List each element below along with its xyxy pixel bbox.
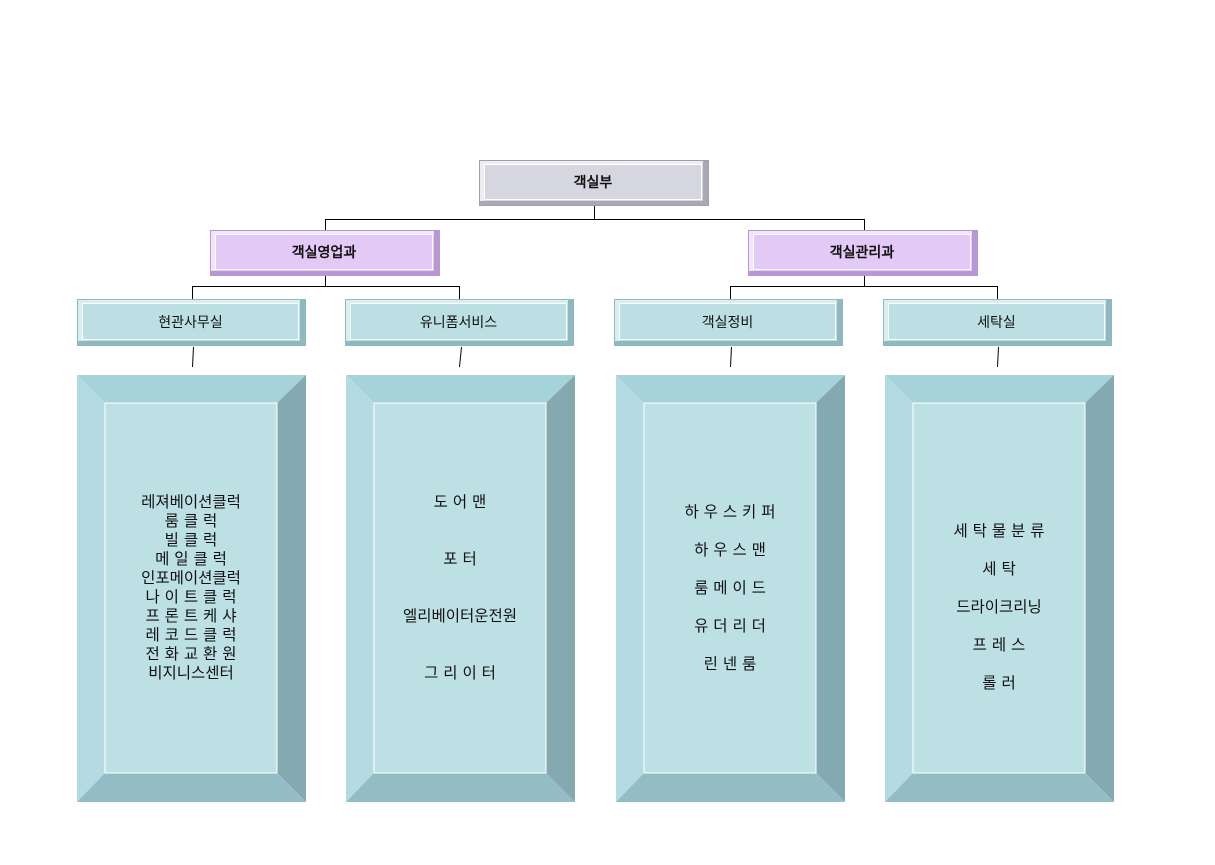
- org-node-root: 객실부: [479, 160, 709, 206]
- list-item: 메 일 클 럭: [155, 550, 227, 568]
- org-node-division-management: 객실관리과: [748, 230, 978, 276]
- detail-panel-laundry-list: 세 탁 물 분 류 세 탁 드라이크리닝 프 레 스 롤 러: [913, 403, 1085, 773]
- org-node-division-sales-label: 객실영업과: [215, 234, 433, 270]
- detail-panel-bevel: [346, 375, 575, 802]
- list-item: 린 넨 룸: [703, 655, 757, 673]
- connector-panel-3: [730, 346, 732, 368]
- org-node-division-management-label: 객실관리과: [753, 234, 971, 270]
- org-node-division-sales: 객실영업과: [210, 230, 440, 276]
- list-item: 드라이크리닝: [956, 598, 1042, 616]
- detail-panel-housekeeping-list: 하 우 스 키 퍼 하 우 스 맨 룸 메 이 드 유 더 리 더 린 넨 룸: [644, 403, 816, 773]
- detail-panel-uniform-service: 도 어 맨 포 터 엘리베이터운전원 그 리 이 터: [346, 375, 575, 802]
- list-item: 전 화 교 환 원: [145, 645, 237, 663]
- list-item: 프 론 트 케 샤: [145, 607, 237, 625]
- org-node-section-housekeeping-label: 객실정비: [619, 303, 836, 340]
- list-item: 레 코 드 클 럭: [145, 626, 237, 644]
- list-item: 하 우 스 키 퍼: [684, 503, 776, 521]
- connector-panel-1: [192, 346, 194, 368]
- org-node-section-uniform-service: 유니폼서비스: [345, 299, 574, 346]
- detail-panel-laundry: 세 탁 물 분 류 세 탁 드라이크리닝 프 레 스 롤 러: [885, 375, 1114, 802]
- detail-panel-uniform-service-list: 도 어 맨 포 터 엘리베이터운전원 그 리 이 터: [374, 403, 546, 773]
- list-item: 포 터: [443, 550, 477, 568]
- detail-panel-front-office-list: 레져베이션클럭 룸 클 럭 빌 클 럭 메 일 클 럭 인포메이션클럭 나 이 …: [105, 403, 277, 773]
- list-item: 세 탁: [982, 560, 1016, 578]
- detail-panel-front-office: 레져베이션클럭 룸 클 럭 빌 클 럭 메 일 클 럭 인포메이션클럭 나 이 …: [77, 375, 306, 802]
- list-item: 롤 러: [982, 674, 1016, 692]
- detail-panel-housekeeping: 하 우 스 키 퍼 하 우 스 맨 룸 메 이 드 유 더 리 더 린 넨 룸: [616, 375, 845, 802]
- list-item: 도 어 맨: [433, 493, 487, 511]
- org-node-section-front-office-label: 현관사무실: [82, 303, 299, 340]
- list-item: 빌 클 럭: [164, 531, 218, 549]
- list-item: 룸 메 이 드: [694, 579, 766, 597]
- list-item: 나 이 트 클 럭: [145, 588, 237, 606]
- org-node-section-housekeeping: 객실정비: [614, 299, 843, 346]
- org-node-root-label: 객실부: [484, 164, 702, 200]
- org-node-section-laundry-label: 세탁실: [888, 303, 1105, 340]
- org-node-section-laundry: 세탁실: [883, 299, 1112, 346]
- list-item: 룸 클 럭: [164, 512, 218, 530]
- list-item: 프 레 스: [972, 636, 1026, 654]
- org-node-section-uniform-service-label: 유니폼서비스: [350, 303, 567, 340]
- detail-panel-bevel: [77, 375, 306, 802]
- connector-panel-4: [997, 346, 999, 368]
- org-node-section-front-office: 현관사무실: [77, 299, 306, 346]
- connector-panel-2: [459, 346, 462, 368]
- list-item: 레져베이션클럭: [141, 493, 241, 511]
- list-item: 엘리베이터운전원: [402, 607, 518, 625]
- list-item: 그 리 이 터: [424, 664, 496, 682]
- list-item: 비지니스센터: [148, 664, 234, 682]
- list-item: 세 탁 물 분 류: [953, 522, 1045, 540]
- detail-panel-bevel: [885, 375, 1114, 802]
- list-item: 유 더 리 더: [694, 617, 766, 635]
- list-item: 하 우 스 맨: [694, 541, 766, 559]
- detail-panel-bevel: [616, 375, 845, 802]
- list-item: 인포메이션클럭: [141, 569, 241, 587]
